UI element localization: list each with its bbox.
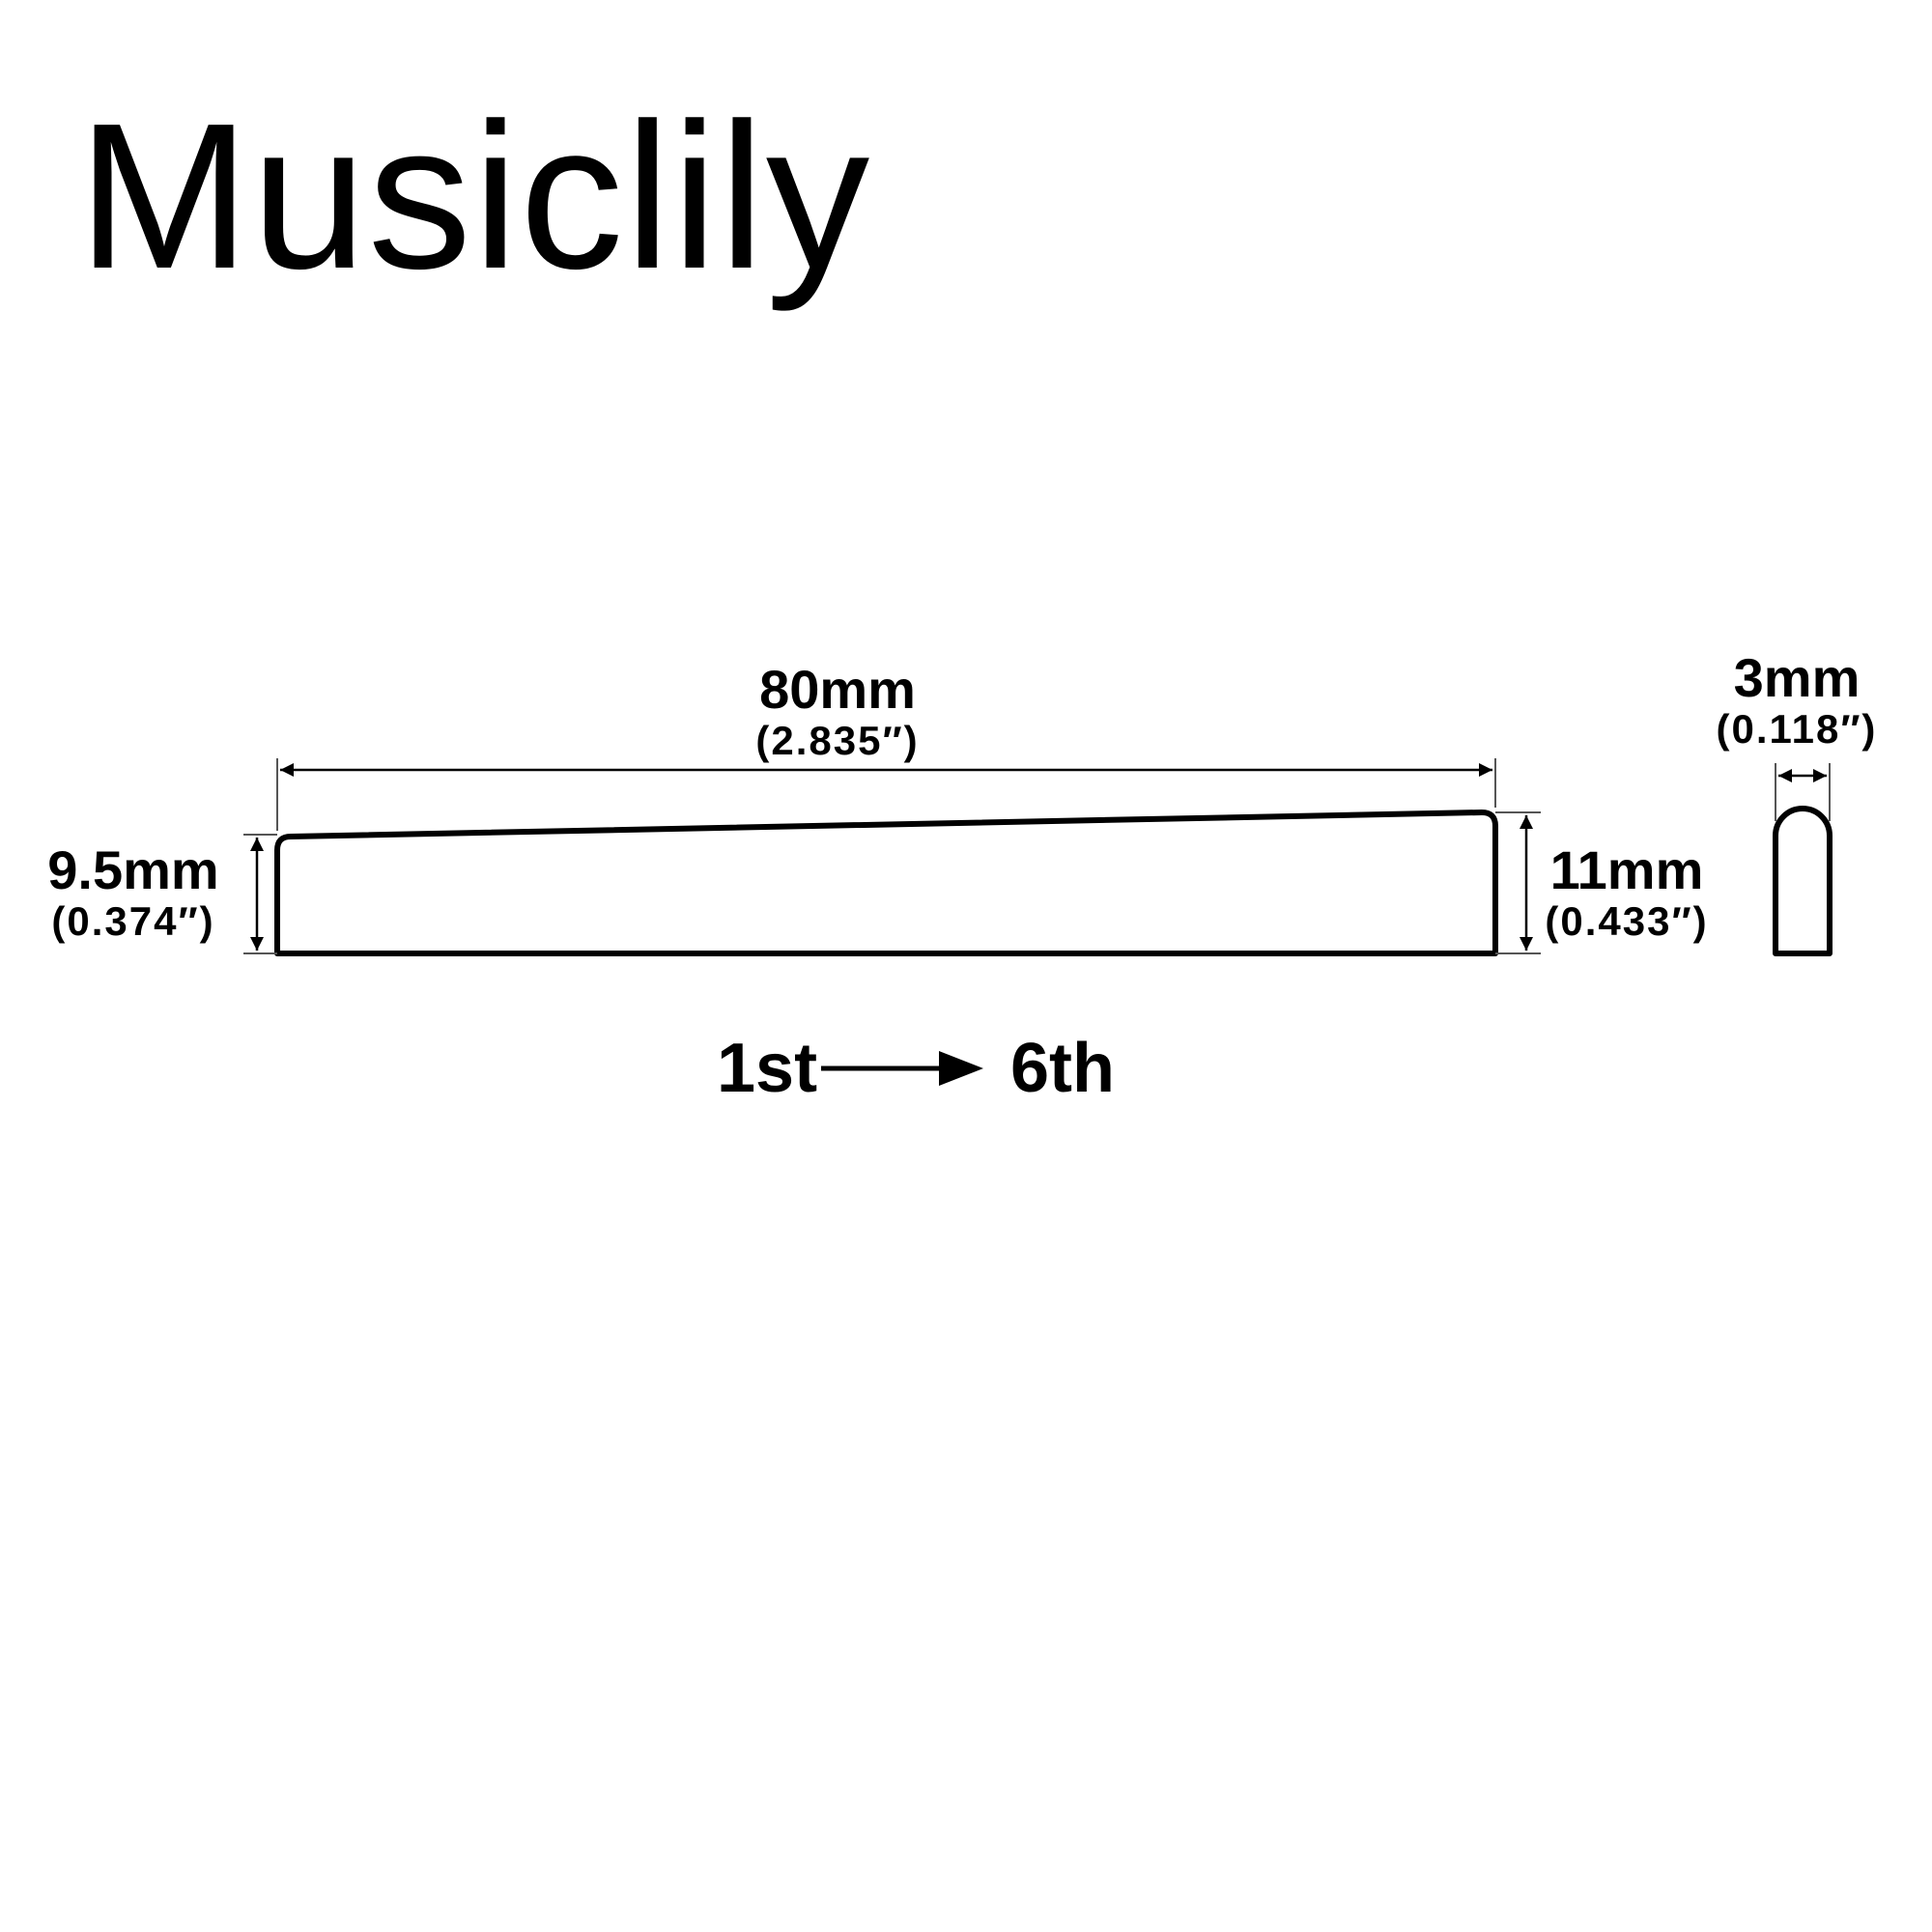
length-mm-label: 80mm xyxy=(759,659,916,720)
height-high-inch-label: (0.433″) xyxy=(1545,898,1708,944)
height-high-mm-label: 11mm xyxy=(1550,839,1704,900)
height-low-mm-label: 9.5mm xyxy=(47,839,218,900)
string-order: 1st 6th xyxy=(717,1030,1115,1107)
length-inch-label: (2.835″) xyxy=(755,718,919,763)
thickness-mm-label: 3mm xyxy=(1734,647,1861,708)
string-order-from: 1st xyxy=(717,1030,817,1107)
height-low-inch-label: (0.374″) xyxy=(51,898,214,944)
thickness-inch-label: (0.118″) xyxy=(1717,706,1878,752)
height-low-dimension: 9.5mm (0.374″) xyxy=(47,834,277,954)
thickness-dimension: 3mm (0.118″) xyxy=(1717,647,1878,821)
length-dimension: 80mm (2.835″) xyxy=(276,659,1496,831)
nut-end-profile xyxy=(1773,806,1833,956)
nut-side-profile xyxy=(274,810,1498,956)
brand-logo: Musiclily xyxy=(77,79,871,312)
height-high-dimension: 11mm (0.433″) xyxy=(1495,811,1708,954)
string-order-to: 6th xyxy=(1010,1030,1115,1107)
right-arrow-icon xyxy=(821,1051,983,1086)
